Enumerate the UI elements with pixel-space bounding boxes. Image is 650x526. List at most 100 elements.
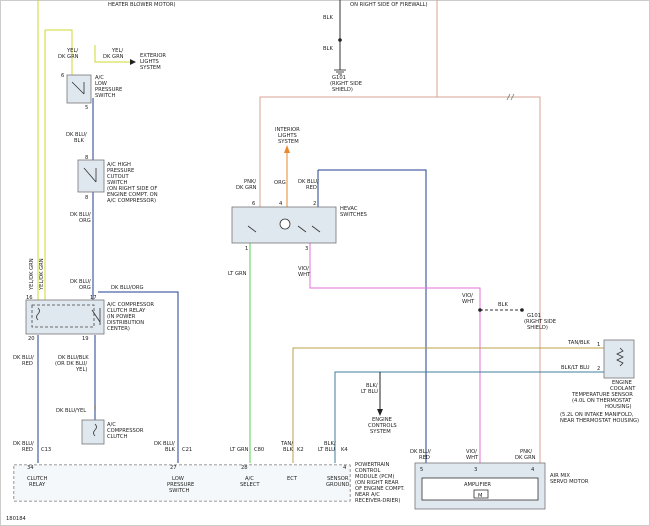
pin-number: 2 [597, 366, 600, 372]
label-motor: M [478, 493, 482, 499]
label-exterior-lights: SYSTEM [140, 65, 161, 71]
label-wire: LT BLU [318, 447, 335, 453]
label-air-mix: SERVO MOTOR [550, 479, 589, 485]
label-interior-lights: LIGHTS [278, 133, 297, 139]
label-clutch: A/C [107, 422, 116, 428]
label-g101: G101 [527, 313, 541, 319]
label-pcm-pin: GROUND [326, 482, 349, 488]
label-wire: RED [419, 455, 430, 461]
label-pcm: RECEIVER-DRIER) [355, 498, 400, 504]
label-pcm-pin: RELAY [29, 482, 46, 488]
label-wire: DK BLU/ [66, 132, 87, 138]
pin-number: 27 [170, 465, 177, 471]
wire-blk [94, 0, 522, 410]
label-wire: ORG [79, 285, 91, 291]
wire-yel-dkgrn [37, 0, 130, 300]
break-mark [506, 93, 515, 101]
label-wire: LT GRN [228, 271, 247, 277]
label-pcm: MODULE (PCM) [355, 474, 394, 480]
figure-id: 180184 [6, 516, 27, 522]
label-firewall: ON RIGHT SIDE OF FIREWALL) [350, 2, 428, 8]
label-wire: DK BLU/ORG [111, 285, 144, 291]
arrow-ecs [377, 409, 383, 416]
label-ac-high: A/C HIGH [107, 162, 131, 168]
label-pcm-pin: CLUTCH [27, 476, 48, 482]
label-wire: RED [306, 185, 317, 191]
label-blk: BLK [323, 46, 333, 52]
arrow-exterior-lights [130, 59, 136, 65]
label-g101: (RIGHT SIDE [524, 319, 556, 325]
label-g101: G101 [332, 75, 346, 81]
label-connector: C80 [254, 447, 264, 453]
pin-number: 2 [313, 201, 316, 207]
label-blk: BLK [498, 302, 508, 308]
label-connector: C13 [41, 447, 51, 453]
labels: HEATER BLOWER MOTOR) ON RIGHT SIDE OF FI… [6, 2, 639, 522]
arrow-interior-lights [284, 145, 290, 153]
label-wire: ORG [79, 218, 91, 224]
label-pcm: CONTROL [355, 468, 380, 474]
label-wire: DK GRN [236, 185, 257, 191]
label-wire: BLK/LT BLU [561, 365, 590, 371]
label-clutch: COMPRESSOR [107, 428, 144, 434]
label-ac-high: CUTOUT [107, 174, 129, 180]
label-pcm-pin: A/C [245, 476, 254, 482]
label-wire: WHT [462, 299, 475, 305]
label-clutch-relay: A/C COMPRESSOR [107, 302, 154, 308]
lamp-icon [279, 218, 291, 230]
pin-number: 8 [85, 195, 88, 201]
motor-icon [473, 489, 489, 499]
switch-icon [247, 225, 321, 233]
label-ect: ENGINE [612, 380, 632, 386]
label-pcm-pin: LOW [172, 476, 184, 482]
label-pcm-pin: PRESSURE [167, 482, 194, 488]
label-hevac: SWITCHES [340, 212, 367, 218]
label-wire: RED [22, 447, 33, 453]
ground-icon [334, 69, 346, 75]
label-pcm-pin: SENSOR [327, 476, 349, 482]
pin-number: 34 [27, 465, 34, 471]
label-wire: BLK/ [366, 383, 378, 389]
label-wire: TAN/ [280, 441, 293, 447]
label-wire: DK GRN [515, 455, 536, 461]
pin-number: 16 [26, 295, 33, 301]
coil-icon [93, 423, 97, 437]
label-wire: BLK/ [324, 441, 336, 447]
label-connector: K2 [297, 447, 304, 453]
label-wire: DK GRN [58, 54, 79, 60]
label-wire: ORG [274, 180, 286, 186]
label-wire: DK BLU/ [70, 279, 91, 285]
pin-number: 17 [90, 295, 97, 301]
label-ac-low: A/C [95, 75, 104, 81]
switch-icon [83, 167, 97, 183]
label-wire: PNK/ [244, 179, 256, 185]
wire-dk-blu [37, 98, 427, 463]
label-amplifier: AMPLIFIER [464, 482, 491, 488]
label-ect: HOUSING) [605, 404, 632, 410]
label-pcm: (ON RIGHT REAR [355, 480, 399, 486]
ac-compressor-clutch [81, 419, 105, 445]
label-wire: VIO/ [462, 293, 473, 299]
pin-number: 3 [305, 246, 308, 252]
amplifier-box [421, 477, 539, 501]
pin-number: 4 [343, 465, 347, 471]
label-wire: WHT [466, 455, 479, 461]
label-wire: (OR DK BLU/ [55, 361, 87, 367]
label-g101: SHIELD) [527, 325, 548, 331]
pin-number: 1 [245, 246, 248, 252]
label-ac-high: (ON RIGHT SIDE OF [107, 186, 157, 192]
pin-number: 8 [85, 155, 88, 161]
label-connector: K4 [341, 447, 348, 453]
label-wire: BLK [165, 447, 175, 453]
label-ac-high: A/C COMPRESSOR) [107, 198, 156, 204]
pin-number: 5 [420, 467, 423, 473]
label-wire: DK GRN [103, 54, 124, 60]
label-wire-vertical: YEL/DK GRN [39, 258, 45, 291]
label-wire: YEL/ [111, 48, 123, 54]
label-clutch-relay: CENTER) [107, 326, 130, 332]
label-heater-blower: HEATER BLOWER MOTOR) [108, 2, 175, 8]
label-pcm-pin: SWITCH [169, 488, 189, 494]
label-exterior-lights: LIGHTS [140, 59, 159, 65]
